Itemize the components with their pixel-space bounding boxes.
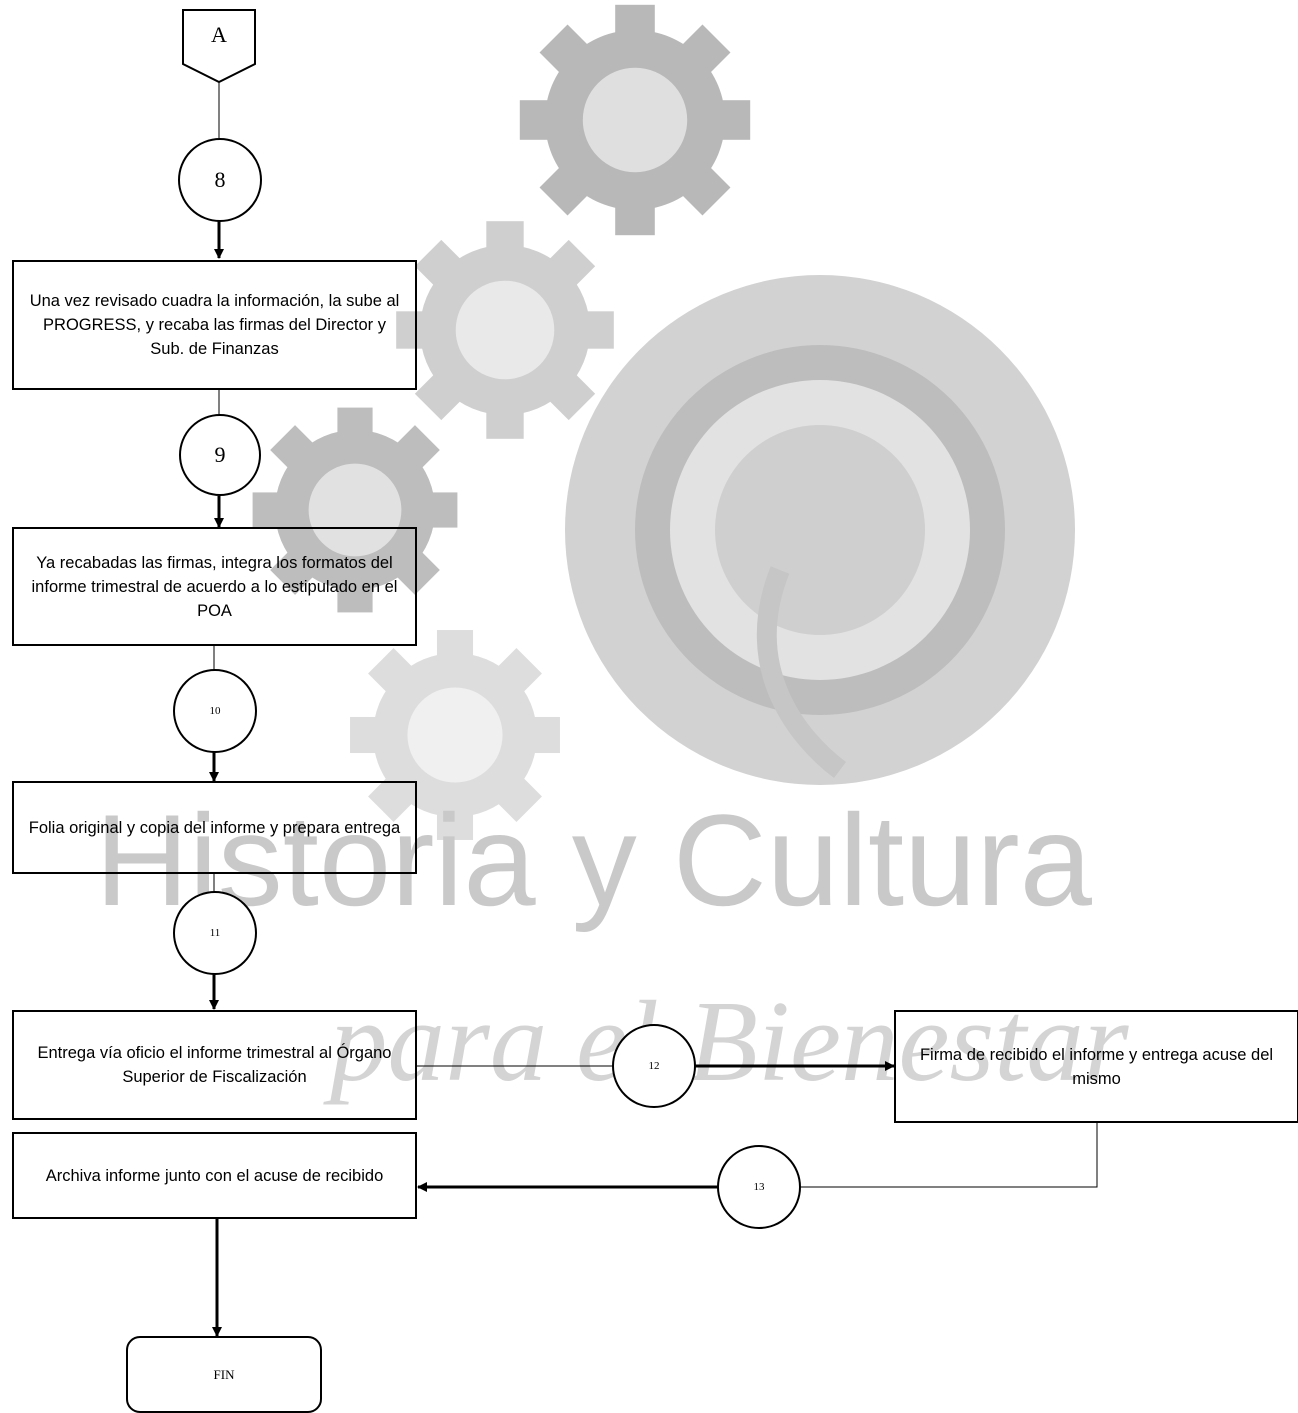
step-circle-9: 9 [179, 414, 261, 496]
step-circle-8: 8 [178, 138, 262, 222]
process-box-step-13: Archiva informe junto con el acuse de re… [12, 1132, 417, 1219]
step-circle-13: 13 [717, 1145, 801, 1229]
step-circle-12: 12 [612, 1024, 696, 1108]
process-box-step-9: Ya recabadas las firmas, integra los for… [12, 527, 417, 646]
offpage-connector-shape [182, 9, 256, 84]
step-circle-10: 10 [173, 669, 257, 753]
watermark-line2: para el Bienestar [323, 978, 1130, 1105]
step-circle-11: 11 [173, 891, 257, 975]
process-box-step-8: Una vez revisado cuadra la información, … [12, 260, 417, 390]
process-box-step-12: Firma de recibido el informe y entrega a… [894, 1010, 1298, 1123]
end-terminator: FIN [126, 1336, 322, 1413]
process-box-step-11: Entrega vía oficio el informe trimestral… [12, 1010, 417, 1120]
offpage-connector-label: A [211, 22, 227, 47]
round-emblem-icon [565, 275, 1075, 785]
watermark-line1: Historia y Cultura [95, 787, 1093, 933]
process-box-step-10: Folia original y copia del informe y pre… [12, 781, 417, 874]
